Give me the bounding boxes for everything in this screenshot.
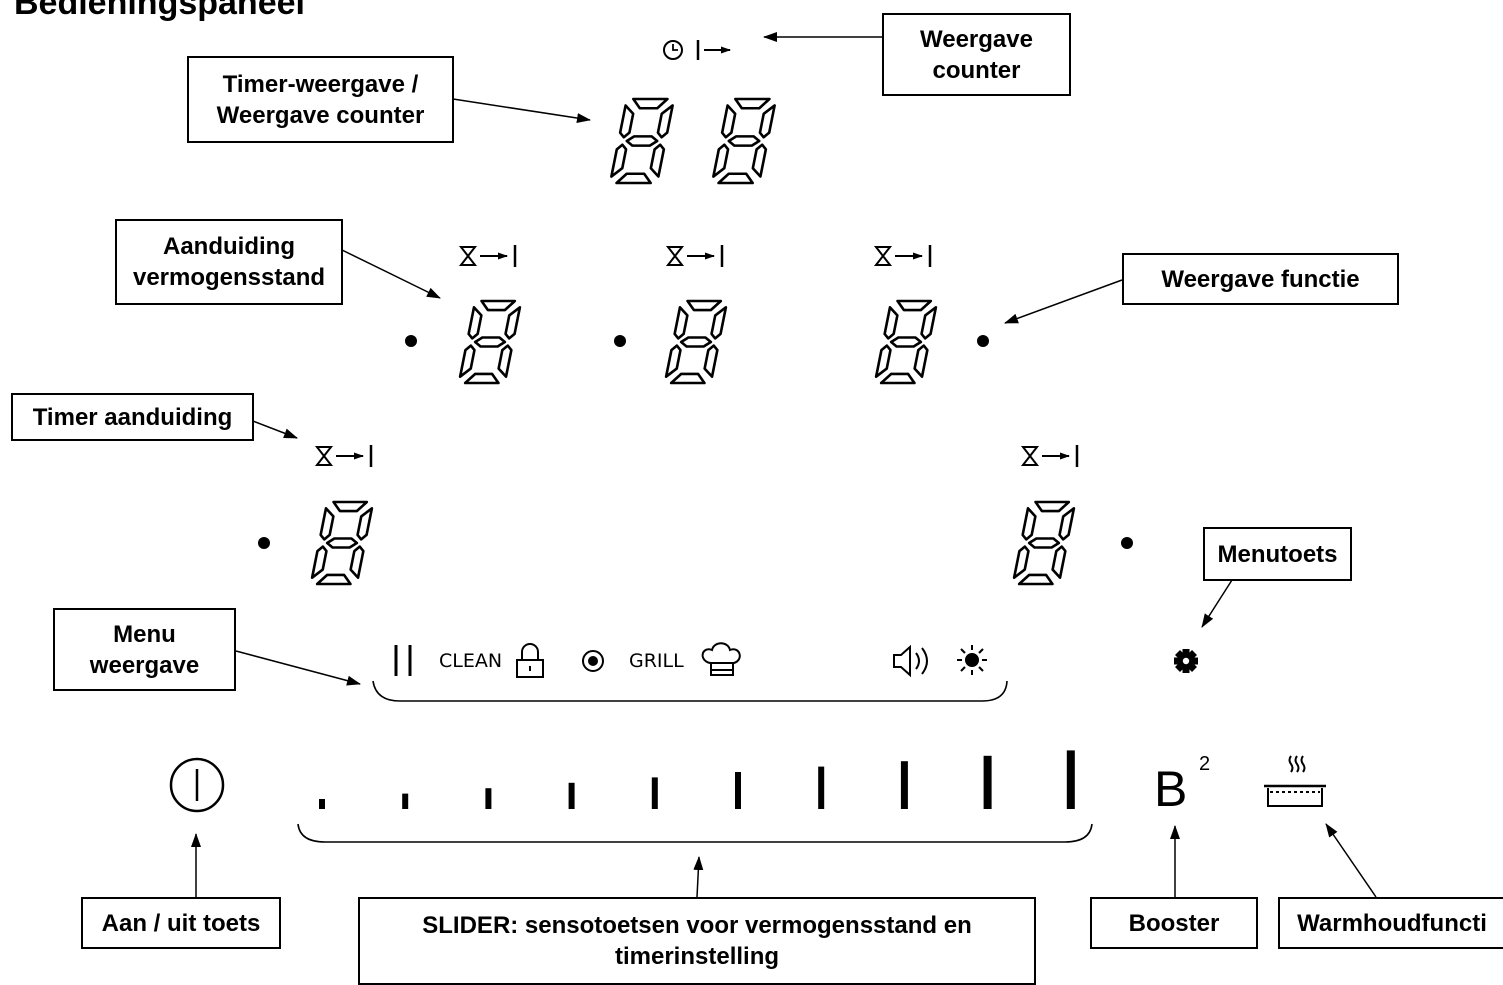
slider-step-bar[interactable] — [735, 772, 741, 809]
slider-step-bar[interactable] — [900, 761, 908, 809]
slider-step-bar[interactable] — [1066, 750, 1075, 809]
slider-step-bar[interactable] — [651, 777, 658, 809]
clean-label[interactable]: CLEAN — [439, 650, 502, 672]
callout-slider: SLIDER: sensotoetsen voor vermogensstand… — [358, 897, 1036, 985]
slider-bracket — [297, 823, 1093, 843]
lock-icon[interactable] — [516, 643, 544, 678]
slider-step-bar[interactable] — [983, 755, 992, 809]
zone-dot — [614, 335, 626, 347]
callout-timer-aanduiding: Timer aanduiding — [11, 393, 254, 441]
callout-timer-aanduiding-text: Timer aanduiding — [32, 403, 233, 431]
callout-aanduiding-vermogensstand-text: Aanduiding vermogensstand — [132, 233, 326, 291]
zone-dot — [977, 335, 989, 347]
keep-warm-pot-icon[interactable] — [1264, 755, 1326, 807]
zone-power-digit — [310, 500, 374, 586]
menu-bar: CLEAN GRILL — [372, 642, 1008, 702]
hourglass-timer-icon — [665, 245, 724, 267]
callout-aanduiding-vermogensstand: Aanduiding vermogensstand — [115, 219, 343, 305]
callout-menu-weergave: Menu weergave — [53, 608, 236, 691]
hourglass-timer-icon — [458, 245, 517, 267]
record-icon[interactable] — [582, 650, 604, 672]
callout-aan-uit-toets-text: Aan / uit toets — [101, 909, 261, 937]
booster-superscript: 2 — [1199, 753, 1210, 775]
zone-dot — [1121, 537, 1133, 549]
menu-bracket — [372, 680, 1008, 702]
callout-menutoets: Menutoets — [1203, 527, 1352, 581]
brightness-icon[interactable] — [957, 645, 987, 675]
power-slider[interactable] — [319, 750, 1075, 809]
callout-arrows — [191, 32, 1377, 898]
page-title: Bedieningspaneel — [14, 0, 305, 22]
callout-slider-text: SLIDER: sensotoetsen voor vermogensstand… — [422, 912, 972, 970]
callout-aan-uit-toets: Aan / uit toets — [81, 897, 281, 949]
callout-timer-weergave-text: Timer-weergave / Weergave counter — [216, 70, 425, 129]
pause-icon[interactable] — [394, 645, 412, 676]
callout-weergave-functie: Weergave functie — [1122, 253, 1399, 305]
slider-step-bar[interactable] — [818, 766, 825, 809]
slider-step-bar[interactable] — [402, 793, 409, 809]
chef-hat-icon[interactable] — [701, 642, 741, 676]
callout-weergave-functie-text: Weergave functie — [1161, 265, 1360, 293]
callout-warmhoudfunctie: Warmhoudfuncti — [1278, 897, 1503, 949]
callout-timer-weergave: Timer-weergave / Weergave counter — [187, 56, 454, 143]
zone-dot — [258, 537, 270, 549]
zone-power-digit — [874, 299, 938, 385]
callout-weergave-counter: Weergave counter — [882, 13, 1071, 96]
callout-warmhoudfunctie-text: Warmhoudfuncti — [1297, 909, 1487, 937]
zone-power-digit — [664, 299, 728, 385]
gear-icon[interactable] — [1174, 649, 1198, 673]
callout-booster: Booster — [1090, 897, 1258, 949]
callout-weergave-counter-text: Weergave counter — [920, 25, 1033, 84]
callout-booster-text: Booster — [1128, 909, 1220, 937]
slider-step-bar[interactable] — [319, 799, 325, 809]
counter-digit — [712, 97, 776, 185]
clock-counter-icon — [663, 40, 731, 60]
zone-power-digit — [1012, 500, 1076, 586]
grill-label[interactable]: GRILL — [629, 650, 684, 672]
hourglass-timer-icon — [873, 245, 932, 267]
speaker-icon[interactable] — [893, 644, 928, 678]
counter-digit — [610, 97, 674, 185]
zone-dot — [405, 335, 417, 347]
callout-menutoets-text: Menutoets — [1217, 540, 1338, 568]
power-icon[interactable] — [169, 757, 225, 813]
slider-step-bar[interactable] — [485, 788, 492, 809]
slider-step-bar[interactable] — [568, 782, 575, 809]
hourglass-timer-icon — [314, 445, 373, 467]
zone-power-digit — [458, 299, 522, 385]
hourglass-timer-icon — [1020, 445, 1079, 467]
zone-dots — [258, 335, 1133, 549]
callout-menu-weergave-text: Menu weergave — [89, 620, 200, 679]
booster-button[interactable]: B — [1154, 761, 1187, 817]
